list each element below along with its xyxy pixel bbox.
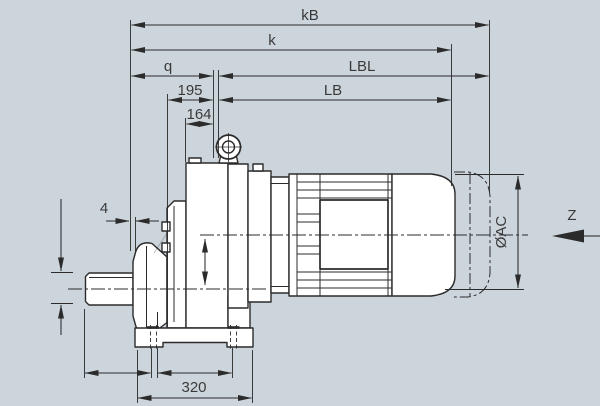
gearbox-top-tab bbox=[188, 157, 202, 164]
view-z-label: Z bbox=[567, 207, 576, 224]
view-z-arrowhead bbox=[552, 229, 584, 243]
housing-lug-upper bbox=[161, 221, 171, 232]
gearbox-step-housing bbox=[166, 200, 187, 329]
dim-195-label: 195 bbox=[177, 82, 202, 99]
gearbox-main-body bbox=[185, 162, 229, 329]
dim-q-label: q bbox=[164, 58, 172, 75]
dim-lbl: LBL bbox=[219, 58, 489, 79]
dim-195: 195 bbox=[168, 82, 213, 103]
dim-kb-label: kB bbox=[301, 7, 319, 24]
diameter-ac-label: ØAC bbox=[493, 216, 510, 249]
extension-lines bbox=[51, 20, 524, 403]
foot-slot-mark-left bbox=[147, 326, 159, 329]
dim-k-label: k bbox=[268, 32, 276, 49]
foot-slot-mark-right bbox=[227, 326, 240, 329]
dim-k: k bbox=[131, 32, 451, 53]
housing-lug-lower bbox=[161, 242, 171, 253]
fan-cowl bbox=[391, 173, 456, 297]
dim-164-label: 164 bbox=[186, 106, 211, 123]
dim-lb: LB bbox=[219, 82, 451, 103]
dim-q: q bbox=[131, 58, 213, 79]
adapter-flange-a bbox=[227, 163, 249, 309]
adapter-top-tab bbox=[252, 163, 264, 172]
dim-diameter-ac: ØAC bbox=[493, 175, 521, 289]
dim-lbl-label: LBL bbox=[349, 58, 376, 75]
dim-320-label: 320 bbox=[181, 379, 206, 396]
dim-320: 320 bbox=[137, 379, 252, 401]
dim-4-label: 4 bbox=[100, 200, 108, 217]
dim-164: 164 bbox=[186, 106, 213, 127]
dim-lb-label: LB bbox=[324, 82, 342, 99]
adapter-flange-b bbox=[247, 170, 272, 303]
terminal-box bbox=[319, 199, 389, 270]
lifting-eyebolt bbox=[215, 133, 242, 164]
view-direction-z-arrow: Z bbox=[552, 207, 600, 243]
motor-cooling-fins bbox=[297, 181, 392, 289]
mounting-foot bbox=[134, 327, 254, 348]
dim-4: 4 bbox=[100, 200, 159, 224]
dim-kb: kB bbox=[131, 7, 489, 28]
